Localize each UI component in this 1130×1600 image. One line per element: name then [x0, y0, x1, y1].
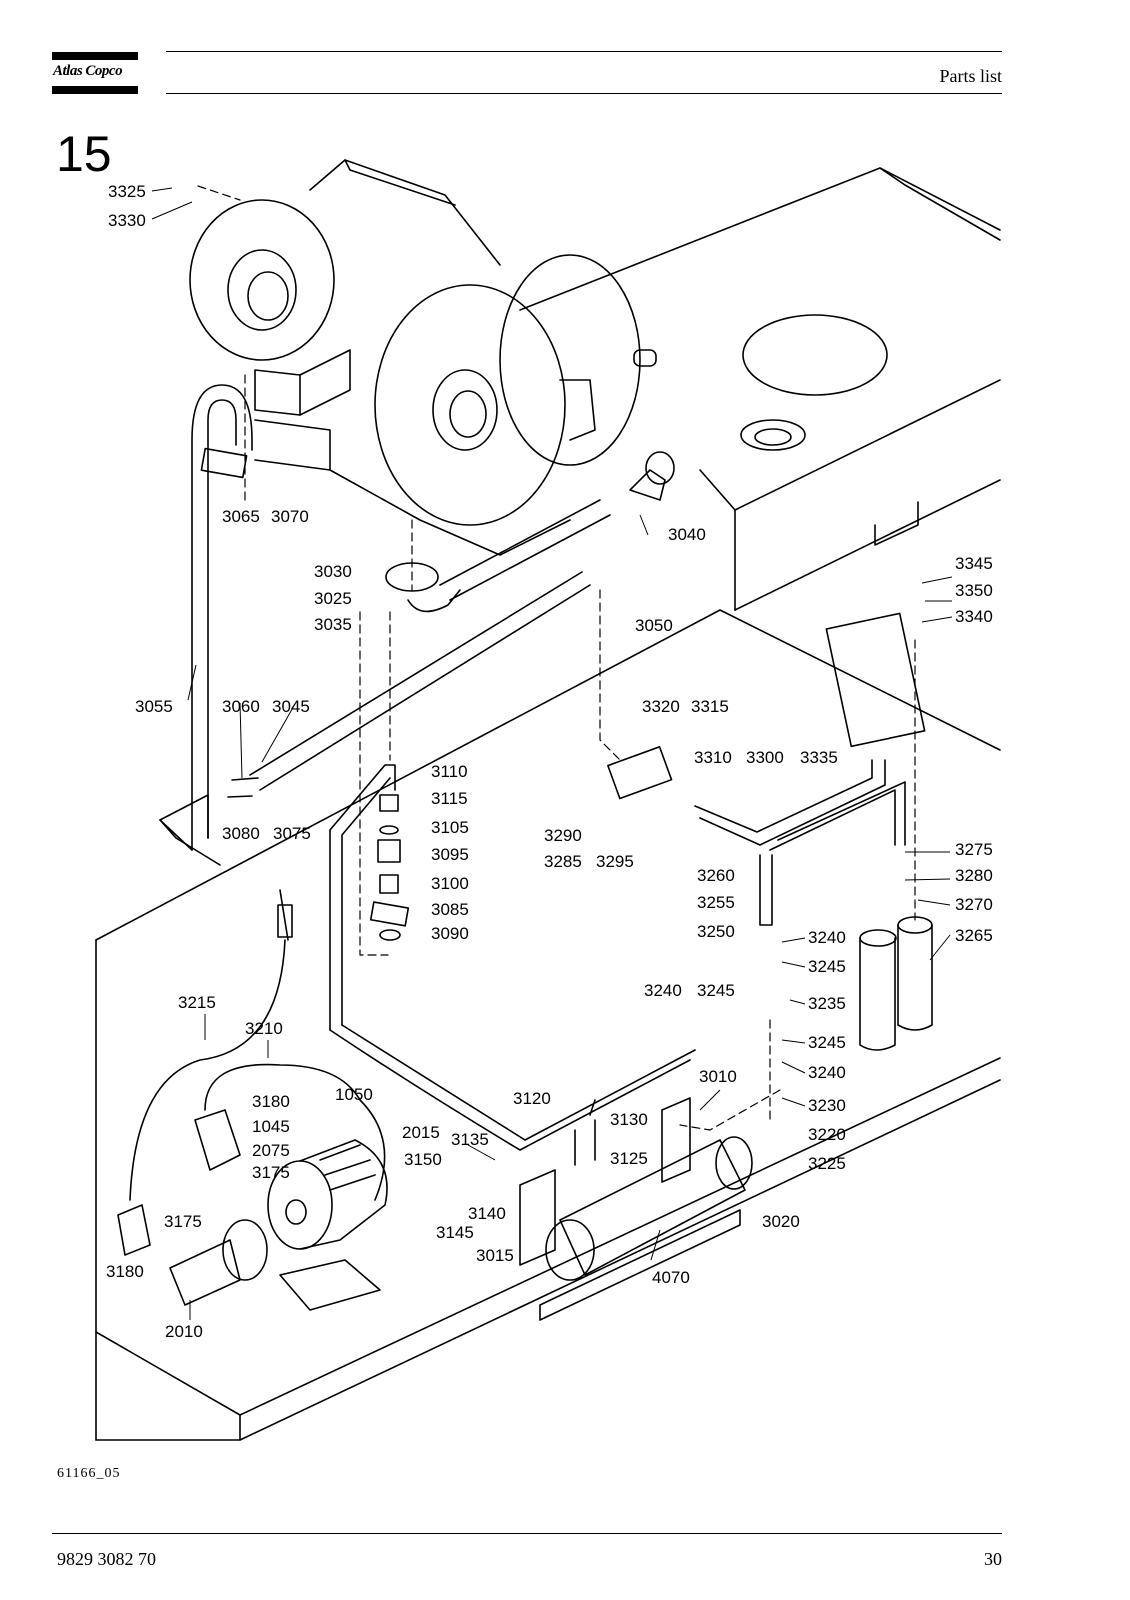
part-label: 3140 [468, 1204, 506, 1223]
part-label: 3275 [955, 840, 993, 859]
part-label: 3245 [808, 957, 846, 976]
part-label: 3065 [222, 507, 260, 526]
hose-assemblies [159, 384, 675, 866]
part-label: 3315 [691, 697, 729, 716]
part-label: 3235 [808, 994, 846, 1013]
lower-hoses [129, 889, 386, 1201]
part-label: 3230 [808, 1096, 846, 1115]
header-rule-top [166, 51, 1002, 52]
part-label: 3335 [800, 748, 838, 767]
part-label: 3180 [106, 1262, 144, 1281]
part-label: 3350 [955, 581, 993, 600]
part-label: 3090 [431, 924, 469, 943]
part-label: 3020 [762, 1212, 800, 1231]
oil-filters [825, 612, 933, 1051]
part-label: 3080 [222, 824, 260, 843]
part-label: 3180 [252, 1092, 290, 1111]
part-label: 3300 [746, 748, 784, 767]
part-label: 3295 [596, 852, 634, 871]
part-label: 3085 [431, 900, 469, 919]
part-label: 3340 [955, 607, 993, 626]
part-label: 3245 [697, 981, 735, 1000]
part-label: 3285 [544, 852, 582, 871]
part-label: 3225 [808, 1154, 846, 1173]
part-label: 3240 [808, 928, 846, 947]
part-label: 3115 [431, 789, 468, 808]
section-number: 15 [56, 126, 112, 182]
document-number: 9829 3082 70 [57, 1549, 156, 1569]
part-label: 3320 [642, 697, 680, 716]
part-label: 3310 [694, 748, 732, 767]
part-label: 1050 [335, 1085, 373, 1104]
part-label: 3130 [610, 1110, 648, 1129]
part-label: 3175 [164, 1212, 202, 1231]
part-label: 3105 [431, 818, 469, 837]
assembly-guide-lines [197, 185, 916, 1131]
part-label: 3050 [635, 616, 673, 635]
part-label: 3250 [697, 922, 735, 941]
part-label: 3135 [451, 1130, 489, 1149]
part-label: 1045 [252, 1117, 290, 1136]
part-number-labels: 3325 3330 3065 3070 3040 3030 3025 3035 … [106, 182, 993, 1341]
part-label: 3015 [476, 1246, 514, 1265]
part-label: 3110 [431, 762, 468, 781]
part-label: 3150 [404, 1150, 442, 1169]
pump-motor [117, 1109, 388, 1311]
gearbox-housing [189, 159, 641, 556]
leader-lines [151, 187, 953, 1320]
part-label: 3240 [808, 1063, 846, 1082]
part-label: 3060 [222, 697, 260, 716]
figure-code: 61166_05 [57, 1466, 121, 1481]
part-label: 3345 [955, 554, 993, 573]
part-label: 3265 [955, 926, 993, 945]
part-label: 3070 [271, 507, 309, 526]
part-label: 2075 [252, 1141, 290, 1160]
part-label: 3240 [644, 981, 682, 1000]
part-label: 2015 [402, 1123, 440, 1142]
part-label: 3095 [431, 845, 469, 864]
part-label: 3280 [955, 866, 993, 885]
chassis-rail [519, 167, 1001, 611]
part-label: 3245 [808, 1033, 846, 1052]
fitting-stack [369, 794, 410, 941]
part-label: 3120 [513, 1089, 551, 1108]
part-label: 3270 [955, 895, 993, 914]
part-label: 3330 [108, 211, 146, 230]
header-rule-bottom [166, 93, 1002, 94]
part-label: 3145 [436, 1223, 474, 1242]
part-label: 3025 [314, 589, 352, 608]
part-label: 3040 [668, 525, 706, 544]
part-label: 3045 [272, 697, 310, 716]
oil-pipe [607, 745, 906, 926]
part-label: 3010 [699, 1067, 737, 1086]
atlas-copco-logo: Atlas Copco [52, 52, 138, 94]
part-label: 2010 [165, 1322, 203, 1341]
footer-rule [52, 1533, 1002, 1534]
part-label: 3210 [245, 1019, 283, 1038]
logo-text: Atlas Copco [53, 63, 123, 79]
page-number: 30 [984, 1549, 1002, 1569]
part-label: 3220 [808, 1125, 846, 1144]
part-label: 3030 [314, 562, 352, 581]
part-label: 3175 [252, 1163, 290, 1182]
part-label: 3260 [697, 866, 735, 885]
part-label: 4070 [652, 1268, 690, 1287]
part-label: 3255 [697, 893, 735, 912]
part-label: 3100 [431, 874, 469, 893]
part-label: 3290 [544, 826, 582, 845]
oil-cooler [519, 1097, 753, 1281]
header-title: Parts list [939, 66, 1002, 86]
lube-pipe [329, 764, 696, 1166]
part-label: 3055 [135, 697, 173, 716]
part-label: 3325 [108, 182, 146, 201]
part-label: 3215 [178, 993, 216, 1012]
part-label: 3125 [610, 1149, 648, 1168]
part-label: 3075 [273, 824, 311, 843]
base-frame [95, 609, 1001, 1441]
part-label: 3035 [314, 615, 352, 634]
